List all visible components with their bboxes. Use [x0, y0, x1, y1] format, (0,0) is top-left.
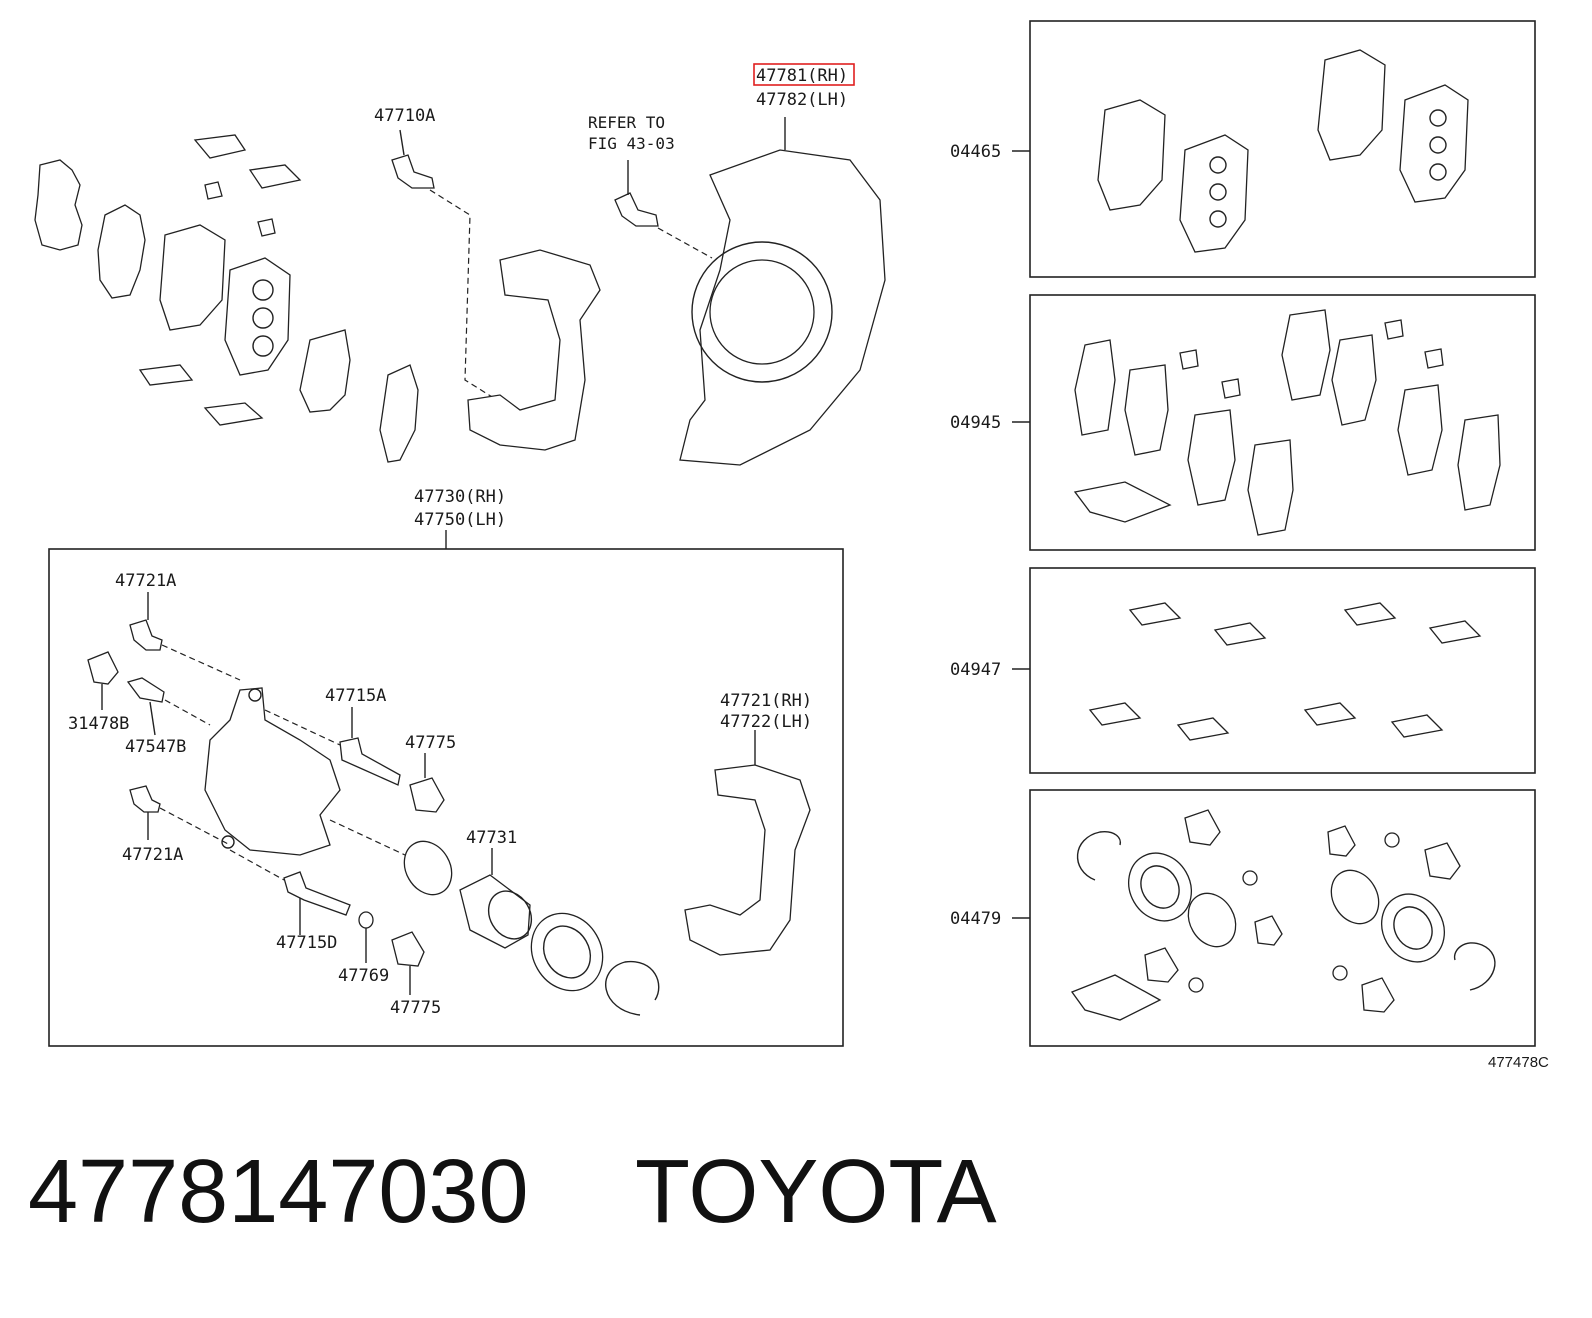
- label-47775-top: 47775: [405, 733, 456, 753]
- caliper-assembly-box: [48, 548, 844, 1047]
- highlight-box: [753, 63, 855, 86]
- label-47750-lh: 47750(LH): [414, 510, 506, 530]
- bolt-refer-illustration: [614, 160, 659, 227]
- label-47782-lh: 47782(LH): [756, 90, 848, 110]
- label-04479: 04479: [950, 909, 1001, 929]
- kit-04947-box: [1029, 567, 1536, 774]
- label-47715a: 47715A: [325, 686, 386, 706]
- pad-shim-group-illustration: [34, 134, 419, 463]
- label-04947: 04947: [950, 660, 1001, 680]
- kit-04465-box: [1029, 20, 1536, 278]
- disc-dust-shield-illustration: [679, 117, 886, 466]
- label-04465: 04465: [950, 142, 1001, 162]
- label-47710a: 47710A: [374, 106, 435, 126]
- label-47721a-bottom: 47721A: [122, 845, 183, 865]
- caliper-support-top-illustration: [467, 249, 601, 451]
- label-47721-rh: 47721(RH): [720, 691, 812, 711]
- brand-title: TOYOTA: [635, 1142, 997, 1242]
- kit-04465-pads-illustration: [1097, 49, 1469, 253]
- label-47781-rh: 47781(RH): [756, 66, 848, 86]
- label-04945: 04945: [950, 413, 1001, 433]
- kit-04945-shims-illustration: [1073, 309, 1501, 536]
- label-refer-to: REFER TO: [588, 113, 665, 132]
- label-47730-rh: 47730(RH): [414, 487, 506, 507]
- bolt-47710a-illustration: [391, 129, 435, 189]
- figure-code: 477478C: [1488, 1054, 1549, 1071]
- label-31478b: 31478B: [68, 714, 129, 734]
- caliper-assembly-illustration: [87, 592, 811, 1016]
- part-number-title: 4778147030: [28, 1142, 529, 1242]
- label-47721a-top: 47721A: [115, 571, 176, 591]
- label-47731: 47731: [466, 828, 517, 848]
- label-47715d: 47715D: [276, 933, 337, 953]
- label-47547b: 47547B: [125, 737, 186, 757]
- kit-04479-seals-illustration: [1070, 809, 1496, 1021]
- label-47722-lh: 47722(LH): [720, 712, 812, 732]
- label-47775-bottom: 47775: [390, 998, 441, 1018]
- label-47769: 47769: [338, 966, 389, 986]
- kit-04947-clips-illustration: [1088, 602, 1482, 741]
- label-refer-fig: FIG 43-03: [588, 134, 675, 153]
